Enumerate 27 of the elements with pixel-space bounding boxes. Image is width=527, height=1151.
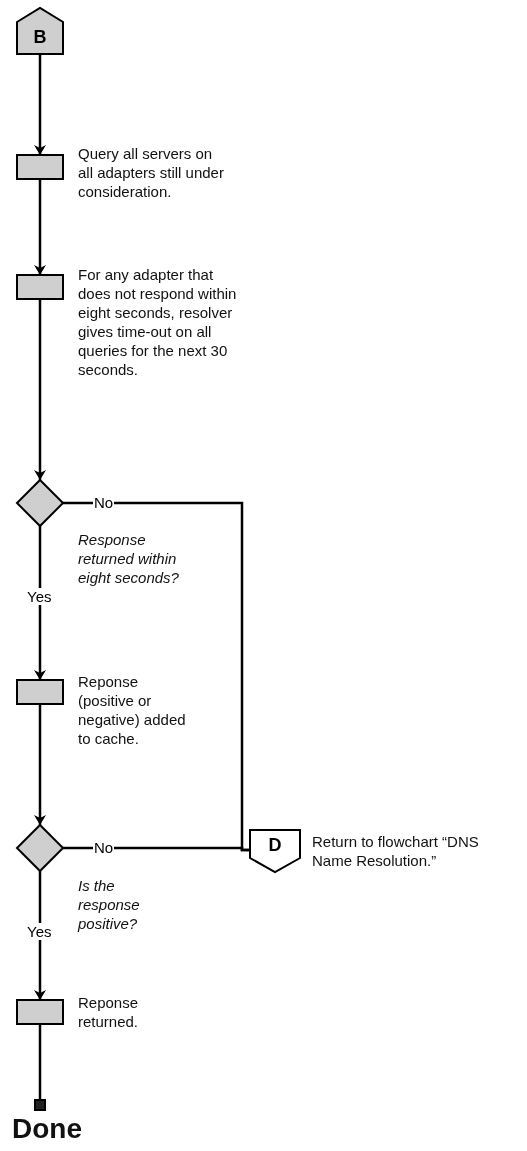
step-text: For any adapter that does not respond within eight seconds, resolver gives time-out on all queries for the next 30 seconds. (78, 265, 238, 379)
off-page-connector: B (17, 8, 63, 54)
step-text: Query all servers on all adapters still under consideration. (78, 144, 225, 201)
connector-line (63, 846, 250, 852)
end-label: Done (12, 1112, 83, 1146)
decision-diamond (17, 825, 63, 871)
edge-label: Yes (26, 587, 53, 605)
arrow (34, 179, 46, 275)
decision-diamond (17, 480, 63, 526)
edge-label: Yes (26, 922, 53, 940)
step-text: Return to flowchart “DNS Name Resolution.” (312, 832, 480, 870)
step-text: Reponse (positive or negative) added to cache. (78, 672, 187, 748)
arrow (34, 871, 46, 1000)
arrow (34, 299, 46, 480)
off-page-connector: D (250, 830, 300, 872)
process-box (17, 1000, 63, 1024)
step-text: Reponse returned. (78, 993, 140, 1031)
end-marker (35, 1100, 45, 1110)
connector-line (38, 1024, 42, 1100)
decision-question: Response returned within eight seconds? (78, 530, 180, 587)
process-box (17, 680, 63, 704)
arrow (34, 526, 46, 680)
process-box (17, 155, 63, 179)
decision-question: Is the response positive? (78, 876, 141, 933)
arrow (34, 54, 46, 155)
arrow (34, 704, 46, 825)
process-box (17, 275, 63, 299)
